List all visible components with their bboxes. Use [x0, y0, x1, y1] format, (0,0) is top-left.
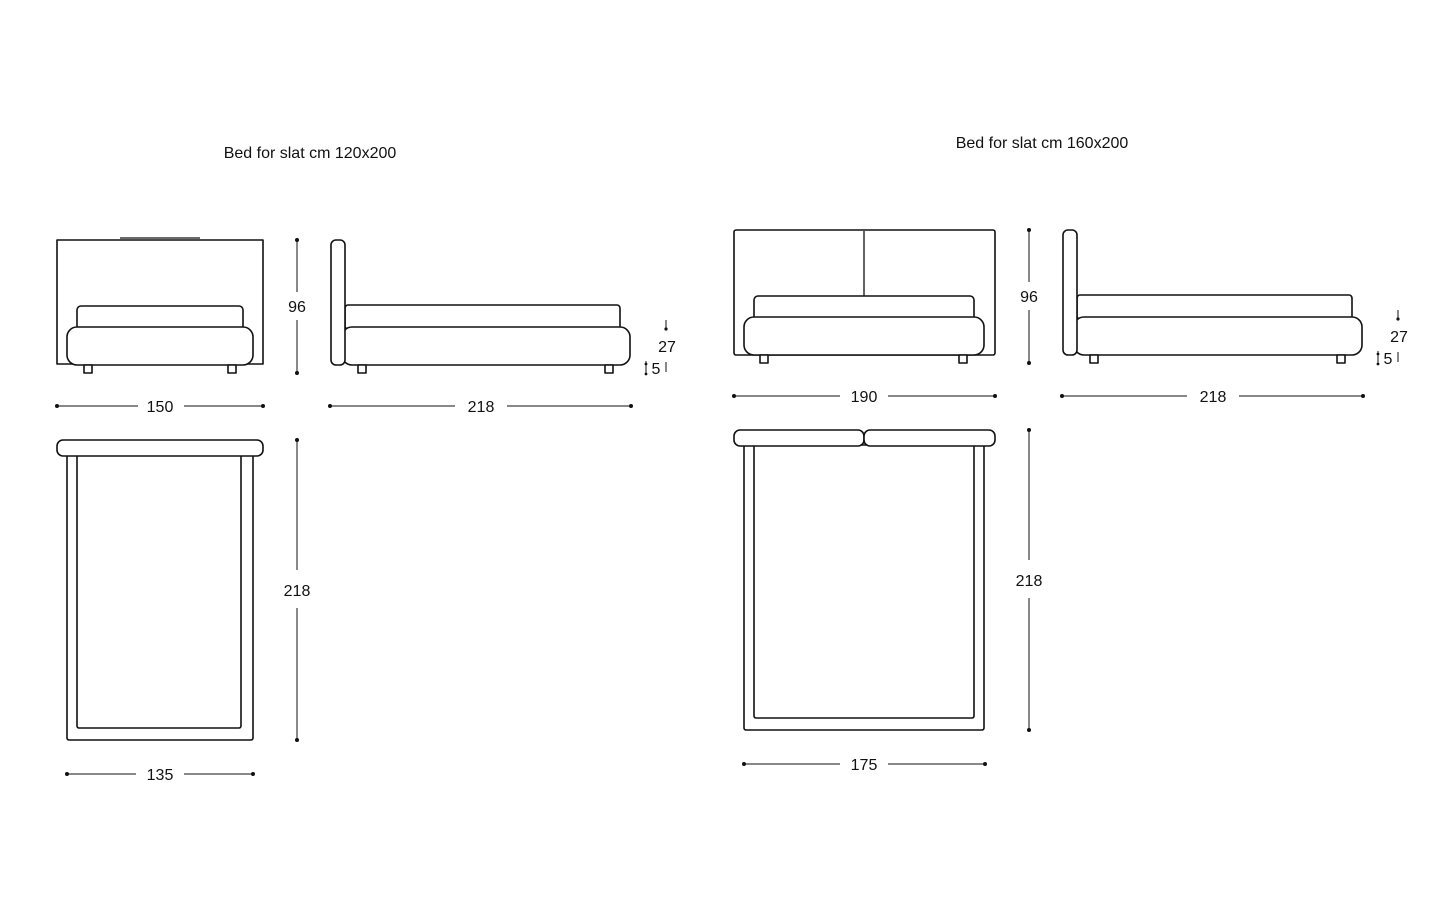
foot-height-label: 5	[1384, 351, 1393, 368]
front-width-label: 190	[851, 389, 878, 406]
section-title: Bed for slat cm 160x200	[956, 135, 1129, 152]
top-width-label: 175	[851, 757, 878, 774]
dimension-end	[1027, 728, 1031, 732]
section-single-bed: Bed for slat cm 120x200 150 96	[55, 145, 676, 784]
dimension-end	[1361, 394, 1365, 398]
dimension-end	[1376, 352, 1380, 356]
bed-foot-right	[604, 364, 614, 374]
top-view: 218 175	[733, 428, 1043, 774]
side-length-label: 218	[1200, 389, 1227, 406]
mattress-side	[1076, 294, 1353, 320]
side-view: 218 27 5	[328, 239, 676, 416]
bed-base	[66, 326, 254, 366]
bed-foot-right	[1336, 354, 1346, 364]
dimension-end	[1027, 361, 1031, 365]
dimension-end	[1396, 317, 1400, 321]
headboard-top	[56, 439, 264, 457]
dimension-end	[1027, 428, 1031, 432]
base-height-label: 27	[1390, 329, 1408, 346]
side-view: 218 27 5	[1060, 229, 1408, 406]
dimension-end	[295, 438, 299, 442]
dimension-end	[993, 394, 997, 398]
dimension-end	[664, 327, 668, 331]
dimension-end	[295, 738, 299, 742]
dimension-end	[1027, 228, 1031, 232]
dimension-end	[644, 372, 648, 376]
dimension-end	[1060, 394, 1064, 398]
section-title: Bed for slat cm 120x200	[224, 145, 397, 162]
bed-frame-inner	[753, 444, 975, 719]
dimension-end	[742, 762, 746, 766]
dimension-end	[983, 762, 987, 766]
height-label: 96	[1020, 289, 1038, 306]
dimension-end	[295, 238, 299, 242]
dimension-end	[261, 404, 265, 408]
headboard-side	[330, 239, 346, 366]
bed-base	[743, 316, 985, 356]
dimension-end	[644, 362, 648, 366]
top-length-label: 218	[1016, 573, 1043, 590]
base-height-label: 27	[658, 339, 676, 356]
top-view: 218 135	[56, 438, 311, 784]
front-width-label: 150	[147, 399, 174, 416]
headboard-top-left	[733, 429, 865, 447]
top-length-label: 218	[284, 583, 311, 600]
bed-foot-left	[83, 364, 93, 374]
front-view: 190 96	[732, 228, 1038, 406]
height-label: 96	[288, 299, 306, 316]
dimension-end	[295, 371, 299, 375]
dimension-end	[1376, 362, 1380, 366]
dimension-end	[732, 394, 736, 398]
side-length-label: 218	[468, 399, 495, 416]
bed-base-side	[341, 326, 631, 366]
dimension-end	[55, 404, 59, 408]
bed-base-side	[1073, 316, 1363, 356]
headboard-side	[1062, 229, 1078, 356]
dimension-end	[629, 404, 633, 408]
section-double-bed: Bed for slat cm 160x200 190 96	[732, 135, 1408, 774]
mattress-side	[344, 304, 621, 330]
top-width-label: 135	[147, 767, 174, 784]
bed-foot-left	[1089, 354, 1099, 364]
bed-foot-left	[357, 364, 367, 374]
bed-foot-right	[227, 364, 237, 374]
front-view: 150 96	[55, 237, 306, 416]
headboard-top-right	[863, 429, 996, 447]
bed-foot-left	[759, 354, 769, 364]
foot-height-label: 5	[652, 361, 661, 378]
bed-foot-right	[958, 354, 968, 364]
bed-frame-inner	[76, 454, 242, 729]
dimension-end	[251, 772, 255, 776]
dimension-end	[65, 772, 69, 776]
dimension-end	[328, 404, 332, 408]
